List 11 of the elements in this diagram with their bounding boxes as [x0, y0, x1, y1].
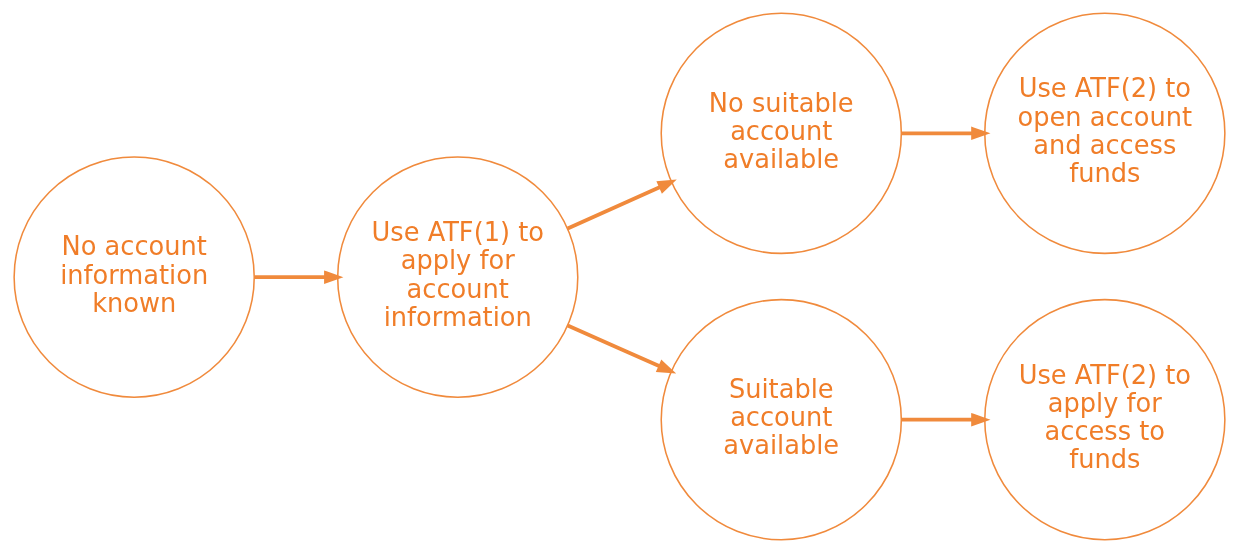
- arrow: [254, 270, 343, 284]
- node-circle: No suitable account available: [659, 12, 902, 255]
- arrow: [566, 179, 677, 231]
- node-circle: Suitable account available: [659, 298, 902, 541]
- node-circle: Use ATF(2) to apply for access to funds: [983, 298, 1226, 541]
- node-circle: Use ATF(1) to apply for account information: [336, 156, 579, 398]
- node-circle: Use ATF(2) to open account and access funds: [983, 12, 1226, 255]
- node-circle: No account information known: [12, 156, 255, 398]
- arrow: [901, 412, 990, 427]
- arrow: [566, 323, 676, 374]
- arrow: [901, 126, 990, 141]
